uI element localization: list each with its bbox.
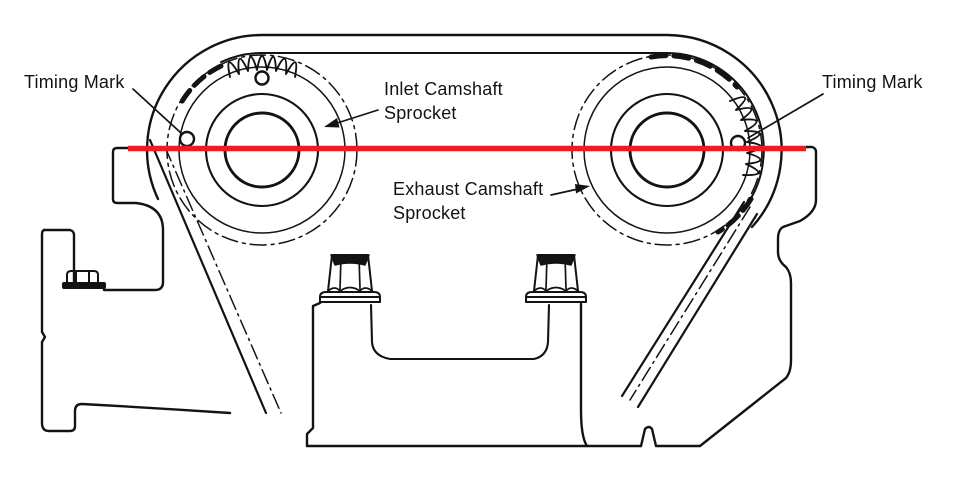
inlet-sprocket-label-line2: Sprocket xyxy=(384,103,457,123)
left-stud-flange xyxy=(319,291,381,303)
belt-inner-line xyxy=(220,51,765,207)
pedestal-left-edge xyxy=(305,301,322,448)
exhaust-label-leader xyxy=(550,188,579,196)
inlet-timing-mark-hole xyxy=(178,130,196,148)
inlet-sprocket-label: Inlet Camshaft Sprocket xyxy=(384,77,503,125)
belt-left-run-centerline xyxy=(164,146,282,414)
exhaust-sprocket-label: Exhaust Camshaft Sprocket xyxy=(393,177,543,225)
exhaust-sprocket-label-line2: Sprocket xyxy=(393,203,466,223)
exhaust-sprocket-label-line1: Exhaust Camshaft xyxy=(393,179,544,199)
timing-mark-right-label: Timing Mark xyxy=(822,72,923,92)
timing-mark-left-leader xyxy=(132,88,182,134)
left-stud xyxy=(319,254,381,303)
timing-mark-right-leader xyxy=(747,93,824,139)
left-hex-bolt xyxy=(66,270,99,284)
pedestal-recess xyxy=(369,303,551,361)
cylinder-head-outline xyxy=(40,145,818,448)
left-wall-top xyxy=(42,228,76,284)
timing-mark-left-label: Timing Mark xyxy=(24,72,125,92)
inlet-label-leader xyxy=(330,109,379,126)
left-stud-head-scallop xyxy=(327,286,373,292)
cam-cap-studs xyxy=(319,254,587,303)
right-block-profile xyxy=(639,145,818,448)
right-stud-flange xyxy=(525,291,587,303)
left-block-profile xyxy=(40,228,232,433)
inlet-sprocket-hole xyxy=(254,70,270,86)
belt-left-run xyxy=(148,138,268,415)
right-stud xyxy=(525,254,587,303)
timing-belt xyxy=(145,33,783,415)
exhaust-sprocket-teeth xyxy=(729,96,762,176)
belt-right-run-centerline xyxy=(629,206,751,401)
inlet-sprocket-label-line1: Inlet Camshaft xyxy=(384,79,503,99)
inlet-sprocket-teeth xyxy=(227,55,298,78)
belt-right-run-outer xyxy=(620,200,746,398)
right-stud-head-scallop xyxy=(533,286,579,292)
left-stud-crown xyxy=(330,254,370,266)
inlet-belt-mesh-heavy-arc xyxy=(178,63,224,106)
pedestal-right-edge xyxy=(579,302,589,448)
exhaust-belt-mesh-heavy-arc-bottom xyxy=(715,196,754,235)
inlet-label-arrowhead xyxy=(324,118,340,128)
exhaust-belt-mesh-heavy-arc-top xyxy=(648,53,740,90)
left-cover-protrusion xyxy=(102,146,165,292)
left-bolt-flange-bar xyxy=(62,282,106,289)
belt-outer-line xyxy=(145,33,783,229)
right-stud-crown xyxy=(536,254,576,266)
leader-lines xyxy=(132,88,824,196)
belt-right-run-inner xyxy=(636,212,759,409)
exhaust-label-arrowhead xyxy=(575,184,590,194)
